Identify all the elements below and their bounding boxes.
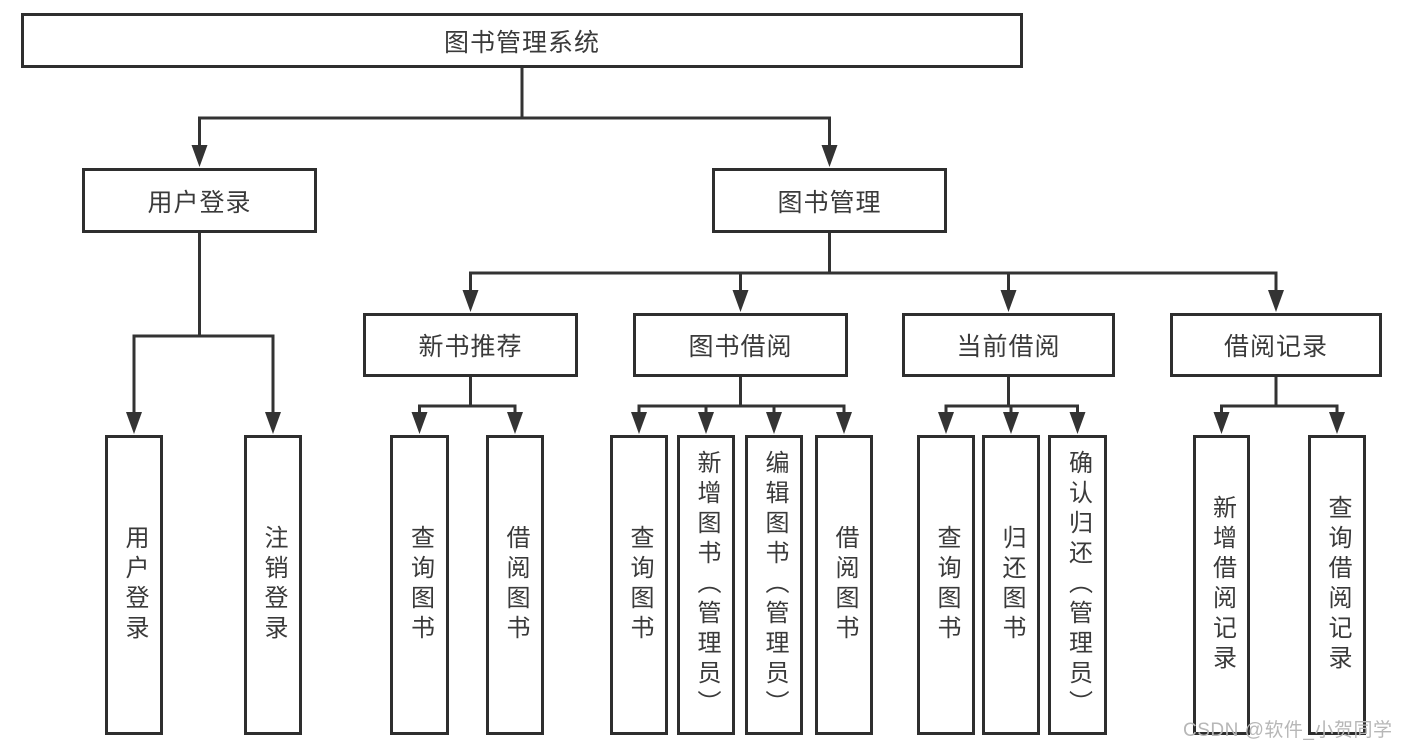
- diagram-node-login: 用户登录: [82, 168, 317, 233]
- diagram-node-rec-add: 新增借阅记录: [1193, 435, 1250, 735]
- arrowhead-icon: [1268, 290, 1284, 312]
- arrowhead-icon: [1069, 412, 1086, 434]
- arrowhead-icon: [938, 412, 954, 434]
- diagram-node-bw-edit: 编辑图书（管理员）: [745, 435, 803, 735]
- diagram-node-root: 图书管理系统: [21, 13, 1023, 68]
- arrowhead-icon: [1213, 412, 1230, 434]
- arrowhead-icon: [411, 412, 428, 434]
- arrowhead-icon: [631, 412, 647, 434]
- arrowhead-icon: [732, 290, 749, 312]
- arrowhead-icon: [191, 145, 208, 167]
- diagram-node-records: 借阅记录: [1170, 313, 1382, 377]
- arrowhead-icon: [1003, 412, 1019, 434]
- watermark: CSDN @软件_小贺同学: [1183, 720, 1393, 741]
- arrowhead-icon: [126, 412, 142, 434]
- arrowhead-icon: [462, 290, 479, 312]
- arrowhead-icon: [821, 145, 838, 167]
- diagram-node-newbook: 新书推荐: [363, 313, 578, 377]
- diagram-node-cur-confirm: 确认归还（管理员）: [1048, 435, 1107, 735]
- diagram-node-cur-return: 归还图书: [982, 435, 1040, 735]
- diagram-node-nb-query: 查询图书: [390, 435, 449, 735]
- arrowhead-icon: [836, 412, 852, 434]
- arrowhead-icon: [698, 412, 714, 434]
- diagram-node-nb-borrow: 借阅图书: [486, 435, 544, 735]
- arrowhead-icon: [1329, 412, 1345, 434]
- diagram-node-borrow: 图书借阅: [633, 313, 848, 377]
- diagram-node-mgmt: 图书管理: [712, 168, 947, 233]
- arrowhead-icon: [507, 412, 523, 434]
- diagram-node-bw-query: 查询图书: [610, 435, 668, 735]
- diagram-node-login-logout: 注销登录: [244, 435, 302, 735]
- diagram-node-login-user: 用户登录: [105, 435, 163, 735]
- diagram-node-current: 当前借阅: [902, 313, 1115, 377]
- diagram-node-rec-query: 查询借阅记录: [1308, 435, 1366, 735]
- arrowhead-icon: [766, 412, 782, 434]
- diagram-node-bw-borrow: 借阅图书: [815, 435, 873, 735]
- arrowhead-icon: [265, 412, 281, 434]
- arrowhead-icon: [1000, 290, 1017, 312]
- diagram-node-cur-query: 查询图书: [917, 435, 975, 735]
- diagram-node-bw-add: 新增图书（管理员）: [677, 435, 735, 735]
